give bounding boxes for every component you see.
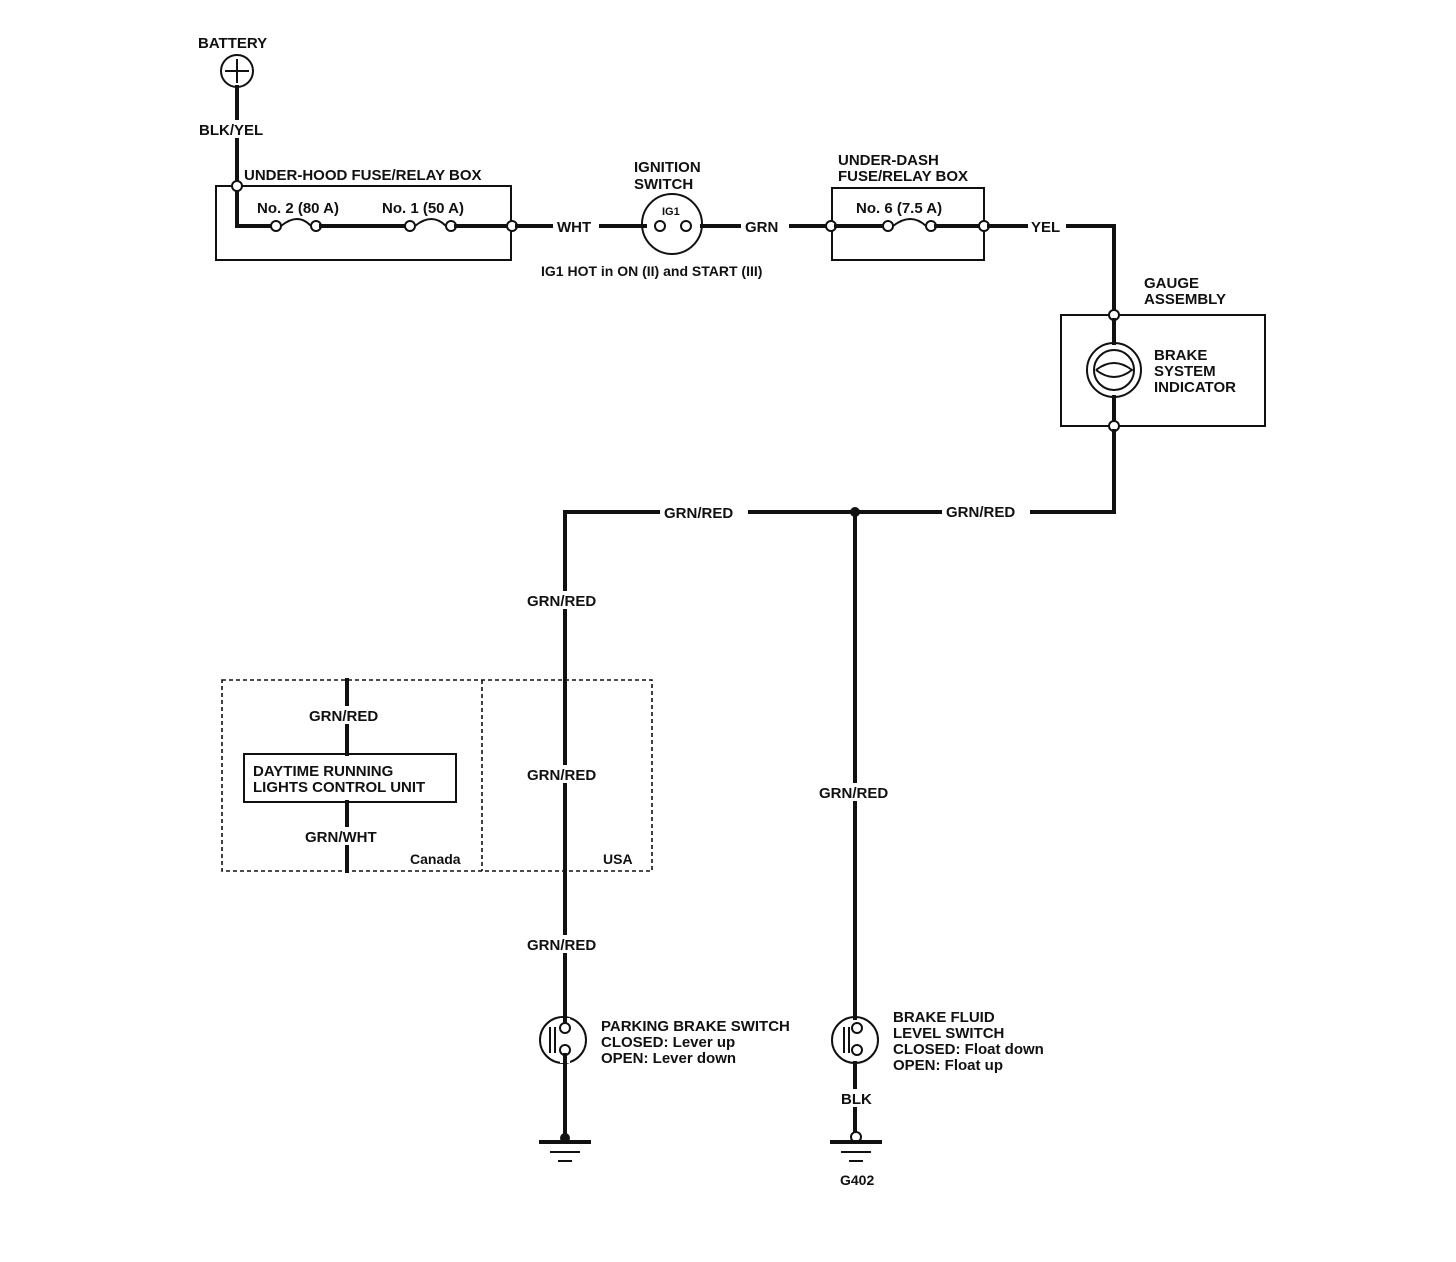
ignition-title-2: SWITCH	[634, 176, 693, 193]
underdash-fuse-box: UNDER-DASH FUSE/RELAY BOX No. 6 (7.5 A)	[825, 152, 990, 261]
yel-wire-label: YEL	[1031, 219, 1060, 236]
brake-fluid-level-switch: BRAKE FLUID LEVEL SWITCH CLOSED: Float d…	[831, 1009, 1044, 1136]
battery-label: BATTERY	[198, 35, 267, 52]
ignition-title-1: IGNITION	[634, 159, 701, 176]
parking-brake-switch: PARKING BRAKE SWITCH CLOSED: Lever up OP…	[539, 1016, 790, 1067]
drl-control-unit	[243, 753, 457, 803]
fluid-switch-label-3: CLOSED: Float down	[893, 1041, 1044, 1058]
ground-label: G402	[840, 1172, 874, 1188]
ig1-contact-label: IG1	[662, 206, 680, 218]
wire-label-top-left: GRN/RED	[664, 505, 733, 522]
fuse-no2-label: No. 2 (80 A)	[257, 200, 339, 217]
drl-label-2: LIGHTS CONTROL UNIT	[253, 779, 425, 796]
wire-label-top-right: GRN/RED	[946, 504, 1015, 521]
fuse-no6-symbol	[892, 218, 927, 227]
usa-label: USA	[603, 851, 633, 867]
gauge-assembly: GAUGE ASSEMBLY BRAKE SYSTEM INDICATOR	[1060, 275, 1266, 432]
wht-wire-label: WHT	[557, 219, 591, 236]
gauge-title-2: ASSEMBLY	[1144, 291, 1226, 308]
gauge-title-1: GAUGE	[1144, 275, 1199, 292]
gauge-box-outline	[1060, 314, 1266, 427]
ignition-switch: IGNITION SWITCH IG1 IG1 HOT in ON (II) a…	[541, 159, 762, 279]
option-box-outline	[221, 679, 653, 872]
drl-label-1: DAYTIME RUNNING	[253, 763, 393, 780]
fuse-no1-label: No. 1 (50 A)	[382, 200, 464, 217]
ignition-switch-symbol	[641, 193, 703, 255]
fuse-no1-symbol	[414, 218, 447, 227]
fluid-switch-label-4: OPEN: Float up	[893, 1057, 1003, 1074]
parking-switch-label-3: OPEN: Lever down	[601, 1050, 736, 1067]
underdash-title-1: UNDER-DASH	[838, 152, 939, 169]
option-box: GRN/RED GRN/WHT DAYTIME RUNNING LIGHTS C…	[221, 678, 653, 873]
indicator-label-3: INDICATOR	[1154, 379, 1236, 396]
wire-label-middle: GRN/RED	[819, 785, 888, 802]
fluid-switch-label-1: BRAKE FLUID	[893, 1009, 995, 1026]
battery: BATTERY	[198, 35, 267, 88]
grn-red-bus	[563, 429, 1116, 1140]
wire-label-left-upper: GRN/RED	[527, 593, 596, 610]
wire-label-canada-upper: GRN/RED	[309, 708, 378, 725]
ignition-note: IG1 HOT in ON (II) and START (III)	[541, 263, 762, 279]
canada-label: Canada	[410, 851, 461, 867]
parking-switch-label-2: CLOSED: Lever up	[601, 1034, 735, 1051]
wire-label-usa: GRN/RED	[527, 767, 596, 784]
yel-wire	[987, 224, 1116, 312]
underhood-box-outline	[215, 185, 512, 261]
indicator-label-2: SYSTEM	[1154, 363, 1216, 380]
parking-switch-ground	[539, 1133, 591, 1162]
underhood-box-title: UNDER-HOOD FUSE/RELAY BOX	[244, 167, 482, 184]
underhood-fuse-box: UNDER-HOOD FUSE/RELAY BOX No. 2 (80 A) N…	[215, 167, 518, 261]
wire-label-left-lower: GRN/RED	[527, 937, 596, 954]
ground-g402: G402	[830, 1131, 882, 1188]
fuse-no2-symbol	[280, 218, 312, 227]
fluid-switch-label-2: LEVEL SWITCH	[893, 1025, 1004, 1042]
wire-label-canada-lower: GRN/WHT	[305, 829, 377, 846]
grn-wire-label: GRN	[745, 219, 778, 236]
parking-switch-label-1: PARKING BRAKE SWITCH	[601, 1018, 790, 1035]
battery-wire-label: BLK/YEL	[199, 122, 263, 139]
fuse-no6-label: No. 6 (7.5 A)	[856, 200, 942, 217]
wire-label-blk: BLK	[841, 1091, 872, 1108]
underdash-title-2: FUSE/RELAY BOX	[838, 168, 968, 185]
indicator-label-1: BRAKE	[1154, 347, 1207, 364]
